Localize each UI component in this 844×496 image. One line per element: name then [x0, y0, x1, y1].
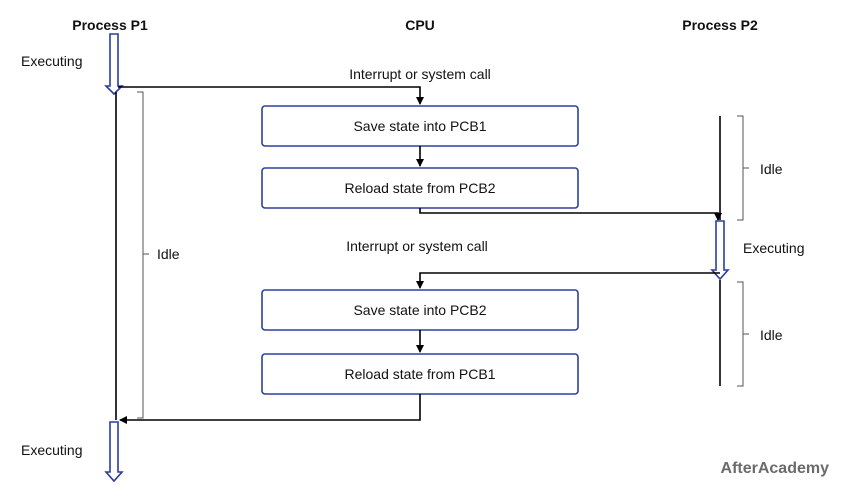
cpu-to-p2-arrow — [419, 208, 722, 221]
p1-executing-arrow-top — [104, 33, 124, 96]
afteracademy-watermark: AfterAcademy — [721, 460, 830, 477]
p2-executing-label: Executing — [743, 240, 804, 256]
p1-idle-label: Idle — [157, 246, 180, 262]
p2-to-cpu-arrow — [416, 272, 720, 289]
p1-executing-label-bottom: Executing — [21, 442, 82, 458]
cpu-to-p1-arrow — [119, 394, 421, 424]
p1-to-cpu-arrow — [118, 86, 424, 105]
p1-executing-label-top: Executing — [21, 53, 82, 69]
p2-idle-label-bottom: Idle — [760, 327, 783, 343]
process-p2-header: Process P2 — [682, 17, 758, 33]
interrupt-label-1: Interrupt or system call — [349, 66, 491, 82]
save-state-pcb1-label: Save state into PCB1 — [353, 118, 486, 134]
process-p1-header: Process P1 — [72, 17, 148, 33]
save-state-pcb2-label: Save state into PCB2 — [353, 302, 486, 318]
p2-idle-brace-bottom — [737, 281, 749, 387]
p2-idle-brace-top — [737, 115, 749, 221]
p2-idle-label-top: Idle — [760, 161, 783, 177]
reload-state-pcb2-label: Reload state from PCB2 — [345, 180, 496, 196]
interrupt-label-2: Interrupt or system call — [346, 238, 488, 254]
p2-executing-arrow — [710, 220, 730, 281]
p1-executing-arrow-bottom — [104, 421, 124, 483]
p1-idle-brace — [137, 91, 149, 419]
cpu-header: CPU — [405, 17, 435, 33]
reload-state-pcb1-label: Reload state from PCB1 — [345, 366, 496, 382]
